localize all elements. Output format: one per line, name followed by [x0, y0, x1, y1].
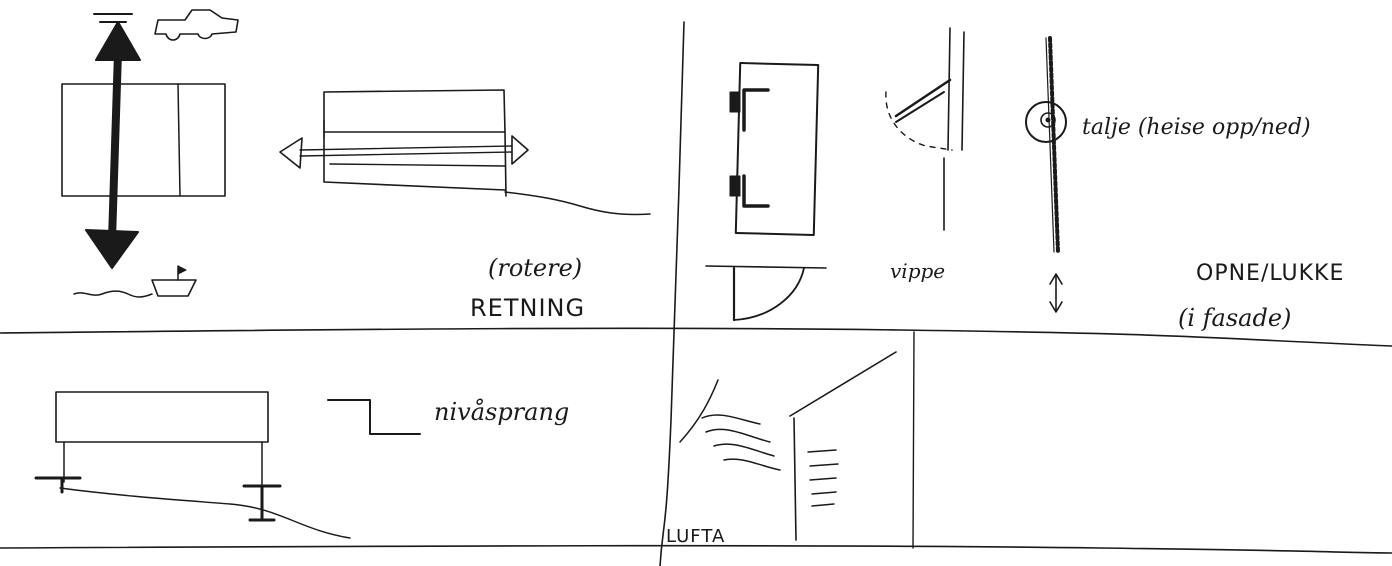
vertical-movement-sketch: [62, 14, 225, 268]
tilt-label: vippe: [890, 259, 945, 283]
panel-dividers: [0, 22, 1392, 566]
hoist-label: talje (heise opp/ned): [1082, 115, 1311, 140]
ventilation-sketch: [680, 352, 896, 540]
tilt-window-sketch: [886, 28, 964, 230]
rotating-building-sketch: [280, 90, 650, 215]
rotate-label: (rotere): [488, 254, 582, 282]
hoist-sketch: [1026, 38, 1066, 312]
open-close-label: OPNE/LUKKE: [1196, 261, 1344, 286]
hinged-door-sketch: [706, 63, 826, 320]
level-change-label: nivåsprang: [434, 397, 569, 426]
boat-icon: [74, 266, 196, 297]
level-change-symbol: [328, 400, 420, 434]
in-facade-label: (i fasade): [1178, 304, 1291, 332]
direction-label: RETNING: [470, 294, 585, 322]
car-icon: [155, 10, 238, 40]
level-change-sketch: [36, 392, 350, 538]
air-label: LUFTA: [666, 526, 725, 547]
